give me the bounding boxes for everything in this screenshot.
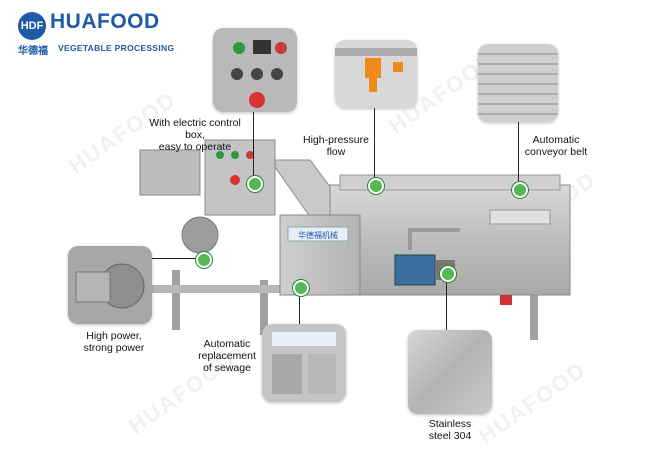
brand-name: HUAFOOD	[50, 10, 160, 33]
brand-chinese: 华德福	[18, 46, 48, 57]
callout-marker-icon	[368, 178, 384, 194]
callout-marker-icon	[440, 266, 456, 282]
callout-marker-icon	[293, 280, 309, 296]
callout-marker-icon	[247, 176, 263, 192]
callout-line	[374, 108, 375, 184]
brand-logo-icon: HDF	[18, 12, 46, 40]
callout-high-pressure: High-pressure flow	[303, 134, 369, 158]
callout-control-box: With electric control box, easy to opera…	[149, 117, 241, 153]
callout-line	[253, 112, 254, 182]
callout-conveyor: Automatic conveyor belt	[524, 134, 588, 158]
callout-marker-icon	[512, 182, 528, 198]
spray-nozzle-thumbnail	[335, 40, 417, 108]
callout-high-power: High power, strong power	[83, 330, 145, 354]
callout-line	[299, 288, 300, 324]
callout-sewage: Automatic replacement of sewage	[198, 338, 256, 374]
stainless-steel-thumbnail	[408, 330, 492, 414]
sewage-outlet-thumbnail	[262, 324, 346, 402]
callout-marker-icon	[196, 252, 212, 268]
motor-thumbnail	[68, 246, 152, 324]
conveyor-mesh-thumbnail	[478, 44, 558, 122]
callout-line	[446, 272, 447, 330]
control-panel-thumbnail	[213, 28, 297, 112]
brand-tagline: VEGETABLE PROCESSING	[58, 43, 175, 53]
machine-label: 华德福机械	[298, 230, 338, 240]
callout-stainless: Stainless steel 304	[428, 418, 472, 442]
callout-line	[152, 258, 200, 259]
callout-line	[518, 122, 519, 188]
